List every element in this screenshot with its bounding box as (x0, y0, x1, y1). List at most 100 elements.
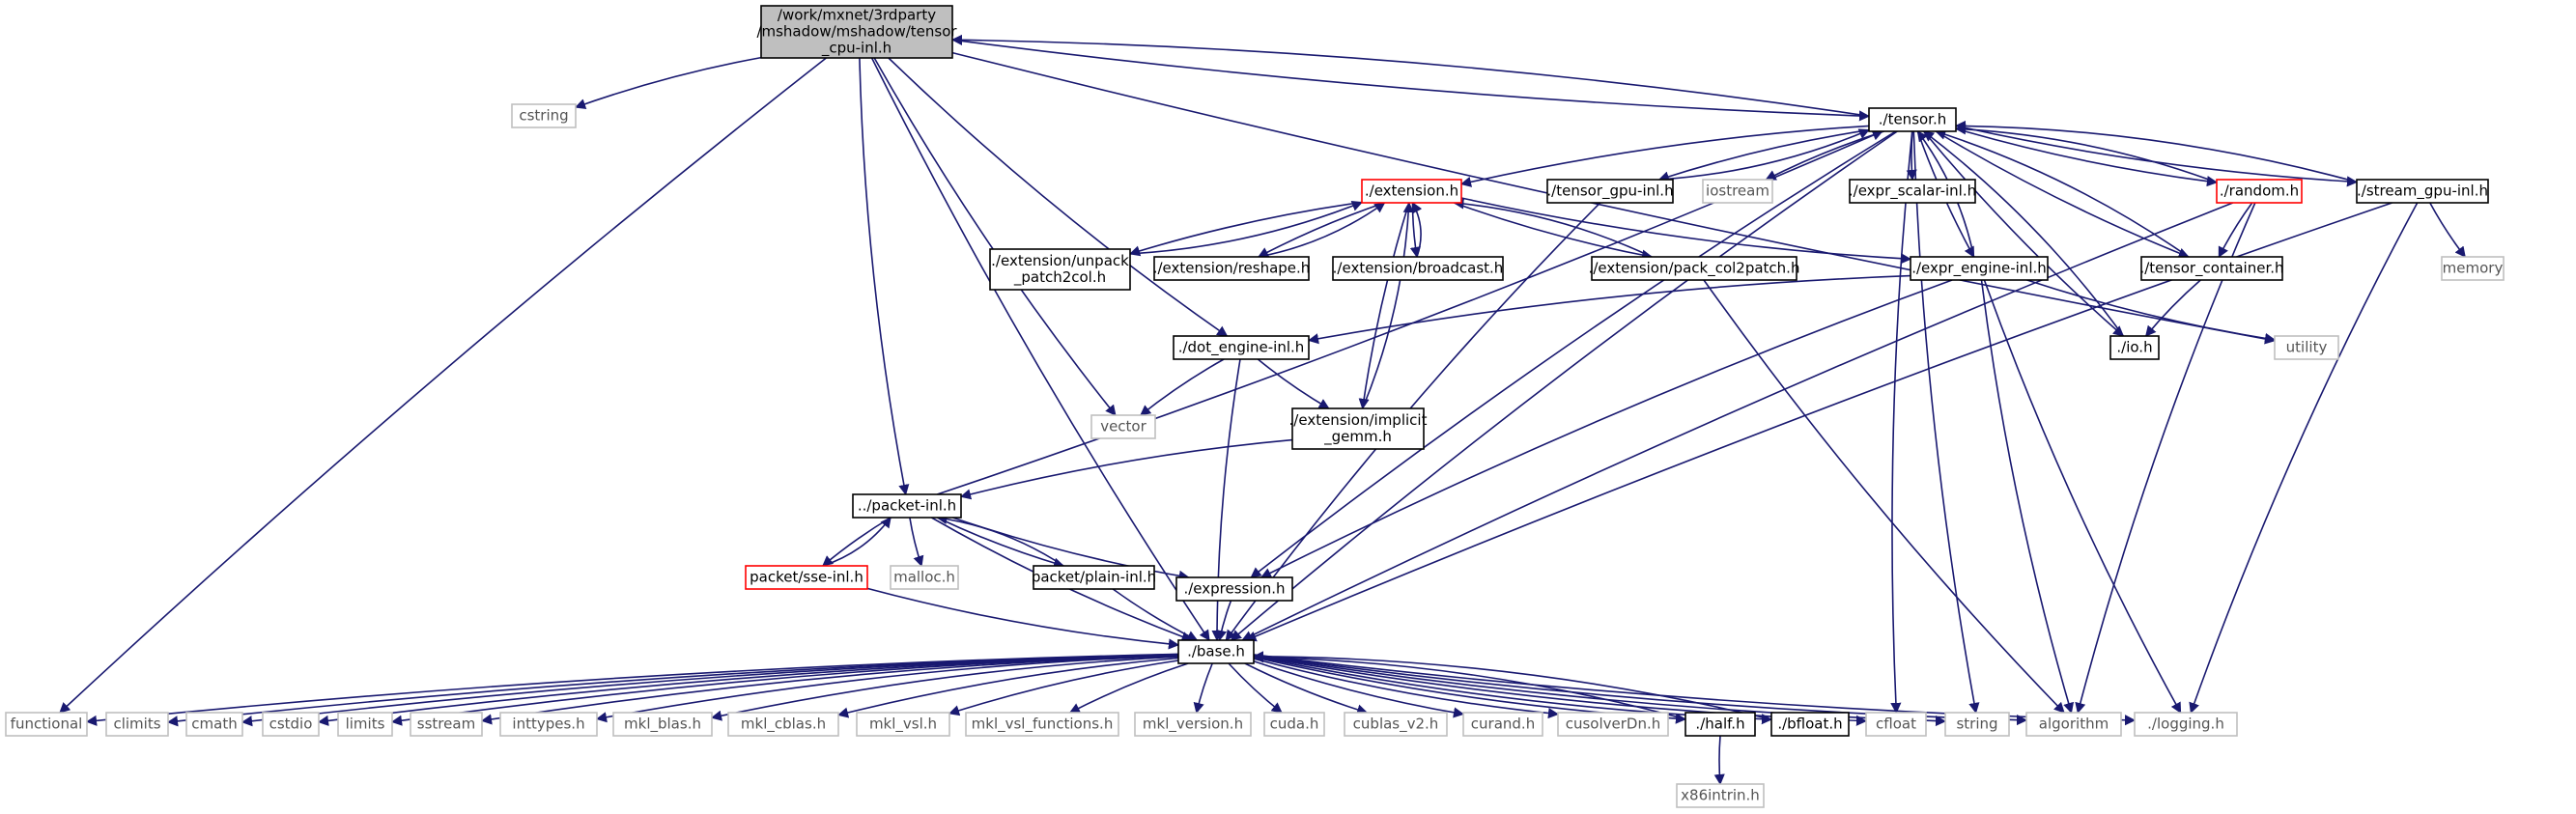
node-box (410, 712, 483, 737)
node-label: packet/plain-inl.h (1032, 569, 1156, 586)
edge-tensor-to-root (950, 34, 1870, 118)
node-label: ./expr_engine-inl.h (1911, 260, 2047, 278)
node-label: mkl_blas.h (624, 716, 701, 734)
edge-base-to-mkl_cblas (836, 657, 1179, 718)
edge-base-to-cusolver (1253, 658, 1560, 719)
node-label: ./dot_engine-inl.h (1178, 339, 1305, 357)
node-label: ./logging.h (2147, 716, 2224, 733)
node-tensor_container[interactable]: ./tensor_container.h (2139, 256, 2284, 281)
node-label: iostream (1706, 182, 1769, 200)
node-broadcast[interactable]: ./extension/broadcast.h (1332, 256, 1504, 281)
node-box (1944, 712, 2010, 737)
node-box (1332, 256, 1504, 281)
node-tensor[interactable]: ./tensor.h (1868, 107, 1957, 132)
node-label: ./io.h (2116, 339, 2152, 356)
edge-expr_engine-to-logging (1983, 279, 2182, 714)
node-label: _gemm.h (1323, 428, 1392, 446)
node-box (1462, 712, 1543, 737)
node-cuda: cuda.h (1263, 712, 1325, 737)
node-unpack[interactable]: ./extension/unpack_patch2col.h (989, 248, 1131, 291)
node-random[interactable]: ./random.h (2216, 179, 2303, 204)
node-label: x86intrin.h (1681, 787, 1760, 804)
node-label: cublas_v2.h (1353, 716, 1439, 734)
node-vector: vector (1090, 414, 1156, 439)
edge-root-to-dot_engine (888, 57, 1229, 337)
node-label: ./extension/broadcast.h (1333, 260, 1504, 277)
node-label: ../packet-inl.h (858, 497, 956, 515)
edge-tensor-to-tensor_gpu (1657, 128, 1870, 182)
edge-expr_engine-to-utility (2026, 279, 2277, 344)
node-label: ./tensor.h (1879, 111, 1947, 128)
node-label: _cpu-inl.h (821, 40, 892, 58)
node-tensor_gpu[interactable]: ./tensor_gpu-inl.h (1546, 179, 1674, 204)
edge-root-to-cstring (574, 56, 762, 109)
node-plain[interactable]: packet/plain-inl.h (1032, 565, 1156, 590)
node-box (965, 712, 1119, 737)
node-box (2216, 179, 2303, 204)
node-box (1849, 179, 1976, 204)
node-implicit_gemm[interactable]: ./extension/implicit_gemm.h (1289, 407, 1428, 450)
edge-stream_gpu-to-logging (2189, 202, 2419, 715)
node-box (1557, 712, 1669, 737)
node-box (1173, 335, 1310, 360)
edge-sse-to-base (866, 587, 1180, 650)
node-inttypes: inttypes.h (499, 712, 598, 737)
node-label: cstdio (269, 716, 313, 733)
edge-tensor-to-expression (1250, 130, 1897, 578)
node-box (1591, 256, 1798, 281)
node-box (1175, 576, 1293, 602)
node-box (1868, 107, 1957, 132)
node-packet[interactable]: ../packet-inl.h (852, 493, 962, 519)
node-logging: ./logging.h (2134, 712, 2238, 737)
edge-tensor_container-to-io (2144, 279, 2201, 337)
edge-extension-to-expr_engine (1460, 197, 1912, 265)
edge-random-to-tensor_container (2218, 202, 2253, 258)
node-expression[interactable]: ./expression.h (1175, 576, 1293, 602)
node-expr_engine[interactable]: ./expr_engine-inl.h (1910, 256, 2049, 281)
node-cstdio: cstdio (262, 712, 320, 737)
edge-packet-to-sse (822, 517, 892, 567)
edge-base-to-cublas (1244, 662, 1369, 716)
edge-half-to-x86intrin (1713, 735, 1725, 786)
node-extension[interactable]: ./extension.h (1361, 179, 1462, 204)
node-label: curand.h (1471, 716, 1535, 733)
node-label: ./base.h (1187, 643, 1245, 660)
node-label: /mshadow/mshadow/tensor (756, 23, 957, 41)
node-box (262, 712, 320, 737)
node-curand: curand.h (1462, 712, 1543, 737)
node-reshape[interactable]: ./extension/reshape.h (1153, 256, 1311, 281)
node-box (745, 565, 868, 590)
node-box (1684, 712, 1756, 737)
node-pack_col2patch[interactable]: ./extension/pack_col2patch.h (1589, 256, 1800, 281)
edge-base-to-sstream (480, 654, 1179, 725)
node-base[interactable]: ./base.h (1177, 639, 1255, 664)
node-bfloat[interactable]: ./bfloat.h (1770, 712, 1850, 737)
node-root[interactable]: /work/mxnet/3rdparty/mshadow/mshadow/ten… (756, 5, 957, 59)
node-box (511, 103, 577, 128)
node-stream_gpu[interactable]: ./stream_gpu-inl.h (2356, 179, 2489, 204)
node-label: ./stream_gpu-inl.h (2357, 182, 2488, 201)
node-box (727, 712, 839, 737)
node-box (337, 712, 393, 737)
edge-expr_engine-to-expression (1260, 279, 1953, 578)
node-sse[interactable]: packet/sse-inl.h (745, 565, 868, 590)
node-box (499, 712, 598, 737)
edge-dot_engine-to-implicit_gemm (1257, 358, 1330, 409)
node-dot_engine[interactable]: ./dot_engine-inl.h (1173, 335, 1310, 360)
node-half[interactable]: ./half.h (1684, 712, 1756, 737)
node-label: malloc.h (893, 569, 955, 586)
node-label: ./bfloat.h (1777, 716, 1842, 733)
node-mkl_version: mkl_version.h (1134, 712, 1252, 737)
node-label: ./random.h (2220, 182, 2299, 200)
node-label: ./expr_scalar-inl.h (1849, 182, 1976, 201)
node-io[interactable]: ./io.h (2109, 335, 2160, 360)
edge-implicit_gemm-to-extension (1361, 201, 1414, 409)
node-label: cusolverDn.h (1566, 716, 1661, 733)
node-label: cfloat (1876, 716, 1916, 733)
node-utility: utility (2274, 335, 2339, 360)
node-label: _patch2col.h (1013, 268, 1106, 287)
node-label: mkl_vsl.h (869, 716, 937, 734)
node-box (1676, 783, 1765, 808)
node-expr_scalar[interactable]: ./expr_scalar-inl.h (1849, 179, 1976, 204)
